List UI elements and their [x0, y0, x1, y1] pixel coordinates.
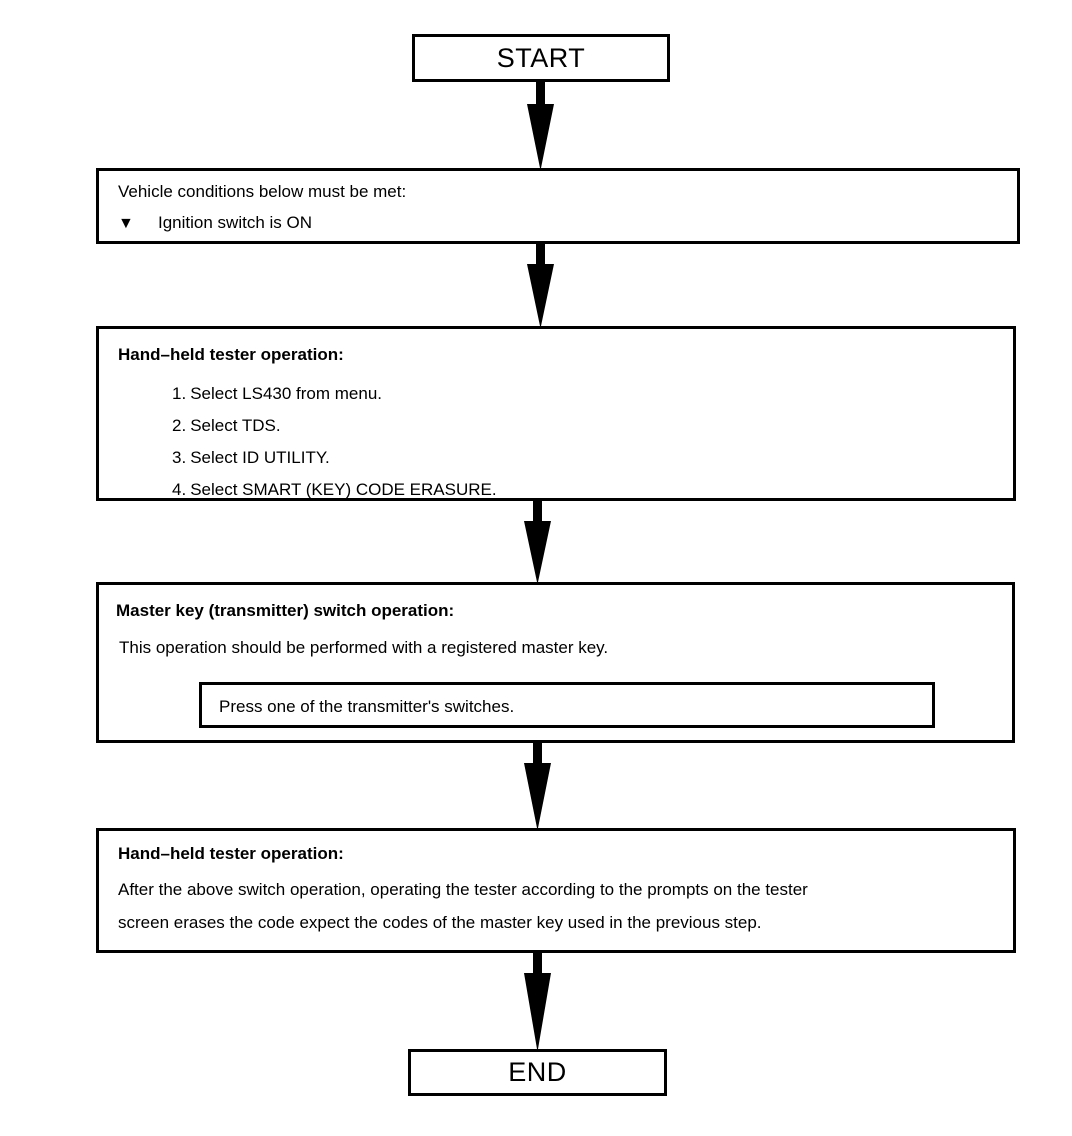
tester1-step: 3.Select ID UTILITY.: [172, 442, 497, 474]
end-label: END: [508, 1057, 567, 1087]
masterkey-heading: Master key (transmitter) switch operatio…: [116, 601, 455, 620]
conditions-title: Vehicle conditions below must be met:: [118, 182, 407, 201]
tester1-step: 4.Select SMART (KEY) CODE ERASURE.: [172, 474, 497, 506]
tester2-line-1: After the above switch operation, operat…: [118, 880, 808, 899]
arrow-masterkey-to-tester2: [524, 743, 551, 828]
tester2-heading: Hand–held tester operation:: [118, 844, 344, 863]
tester1-step-text: Select ID UTILITY.: [190, 448, 330, 467]
arrow-conditions-to-tester1: [527, 244, 554, 326]
tester1-step-number: 4.: [172, 480, 187, 499]
masterkey-inner-text: Press one of the transmitter's switches.: [219, 697, 515, 716]
node-end: END: [408, 1049, 667, 1096]
start-label: START: [496, 42, 586, 73]
arrow-tester1-to-masterkey: [524, 501, 551, 582]
tester1-step: 2.Select TDS.: [172, 410, 497, 442]
triangle-bullet-icon: ▼: [118, 215, 134, 232]
tester2-line-2: screen erases the code expect the codes …: [118, 913, 762, 932]
arrow-tester2-to-end: [524, 953, 551, 1049]
tester1-step: 1.Select LS430 from menu.: [172, 378, 497, 410]
masterkey-inner-box: Press one of the transmitter's switches.: [199, 682, 935, 728]
tester1-step-number: 3.: [172, 448, 187, 467]
tester1-step-number: 2.: [172, 416, 187, 435]
node-vehicle-conditions: Vehicle conditions below must be met: ▼ …: [96, 168, 1020, 244]
tester1-step-text: Select TDS.: [190, 416, 281, 435]
tester1-step-number: 1.: [172, 384, 187, 403]
node-tester-operation-1: Hand–held tester operation: 1.Select LS4…: [96, 326, 1016, 501]
conditions-item-0: ▼ Ignition switch is ON: [118, 214, 312, 232]
node-tester-operation-2: Hand–held tester operation: After the ab…: [96, 828, 1016, 953]
masterkey-note: This operation should be performed with …: [119, 638, 609, 657]
arrow-start-to-conditions: [527, 82, 554, 168]
tester1-step-text: Select SMART (KEY) CODE ERASURE.: [190, 480, 497, 499]
tester1-step-list: 1.Select LS430 from menu. 2.Select TDS. …: [172, 378, 497, 506]
tester1-heading: Hand–held tester operation:: [118, 345, 344, 364]
tester1-step-text: Select LS430 from menu.: [190, 384, 383, 403]
conditions-item-label: Ignition switch is ON: [158, 213, 312, 232]
node-master-key-operation: Master key (transmitter) switch operatio…: [96, 582, 1015, 743]
node-start: START: [412, 34, 670, 82]
